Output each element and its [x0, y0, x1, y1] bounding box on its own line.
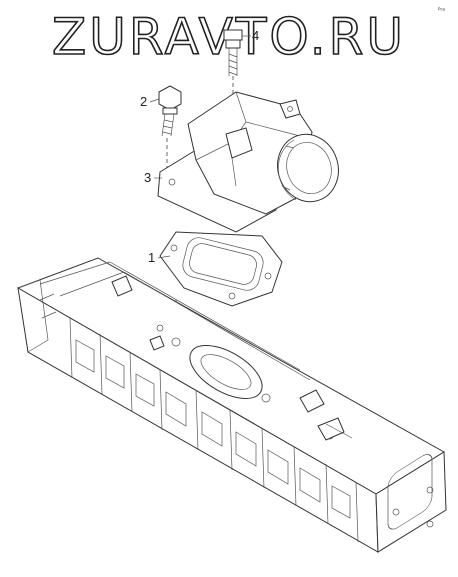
corner-mark: ᴾᶜᵃ: [438, 7, 446, 14]
svg-text:4: 4: [252, 28, 259, 43]
callout-4: 4: [242, 28, 259, 43]
svg-text:2: 2: [140, 94, 147, 109]
callout-3: 3: [144, 170, 162, 185]
svg-text:3: 3: [144, 170, 151, 185]
part-2-bolt: [158, 85, 182, 168]
svg-text:1: 1: [148, 250, 155, 265]
part-3-elbow-housing: [157, 91, 339, 233]
intake-manifold: [16, 257, 447, 553]
part-1-gasket: [159, 231, 283, 307]
callout-1: 1: [148, 250, 171, 265]
callout-2: 2: [140, 94, 160, 109]
